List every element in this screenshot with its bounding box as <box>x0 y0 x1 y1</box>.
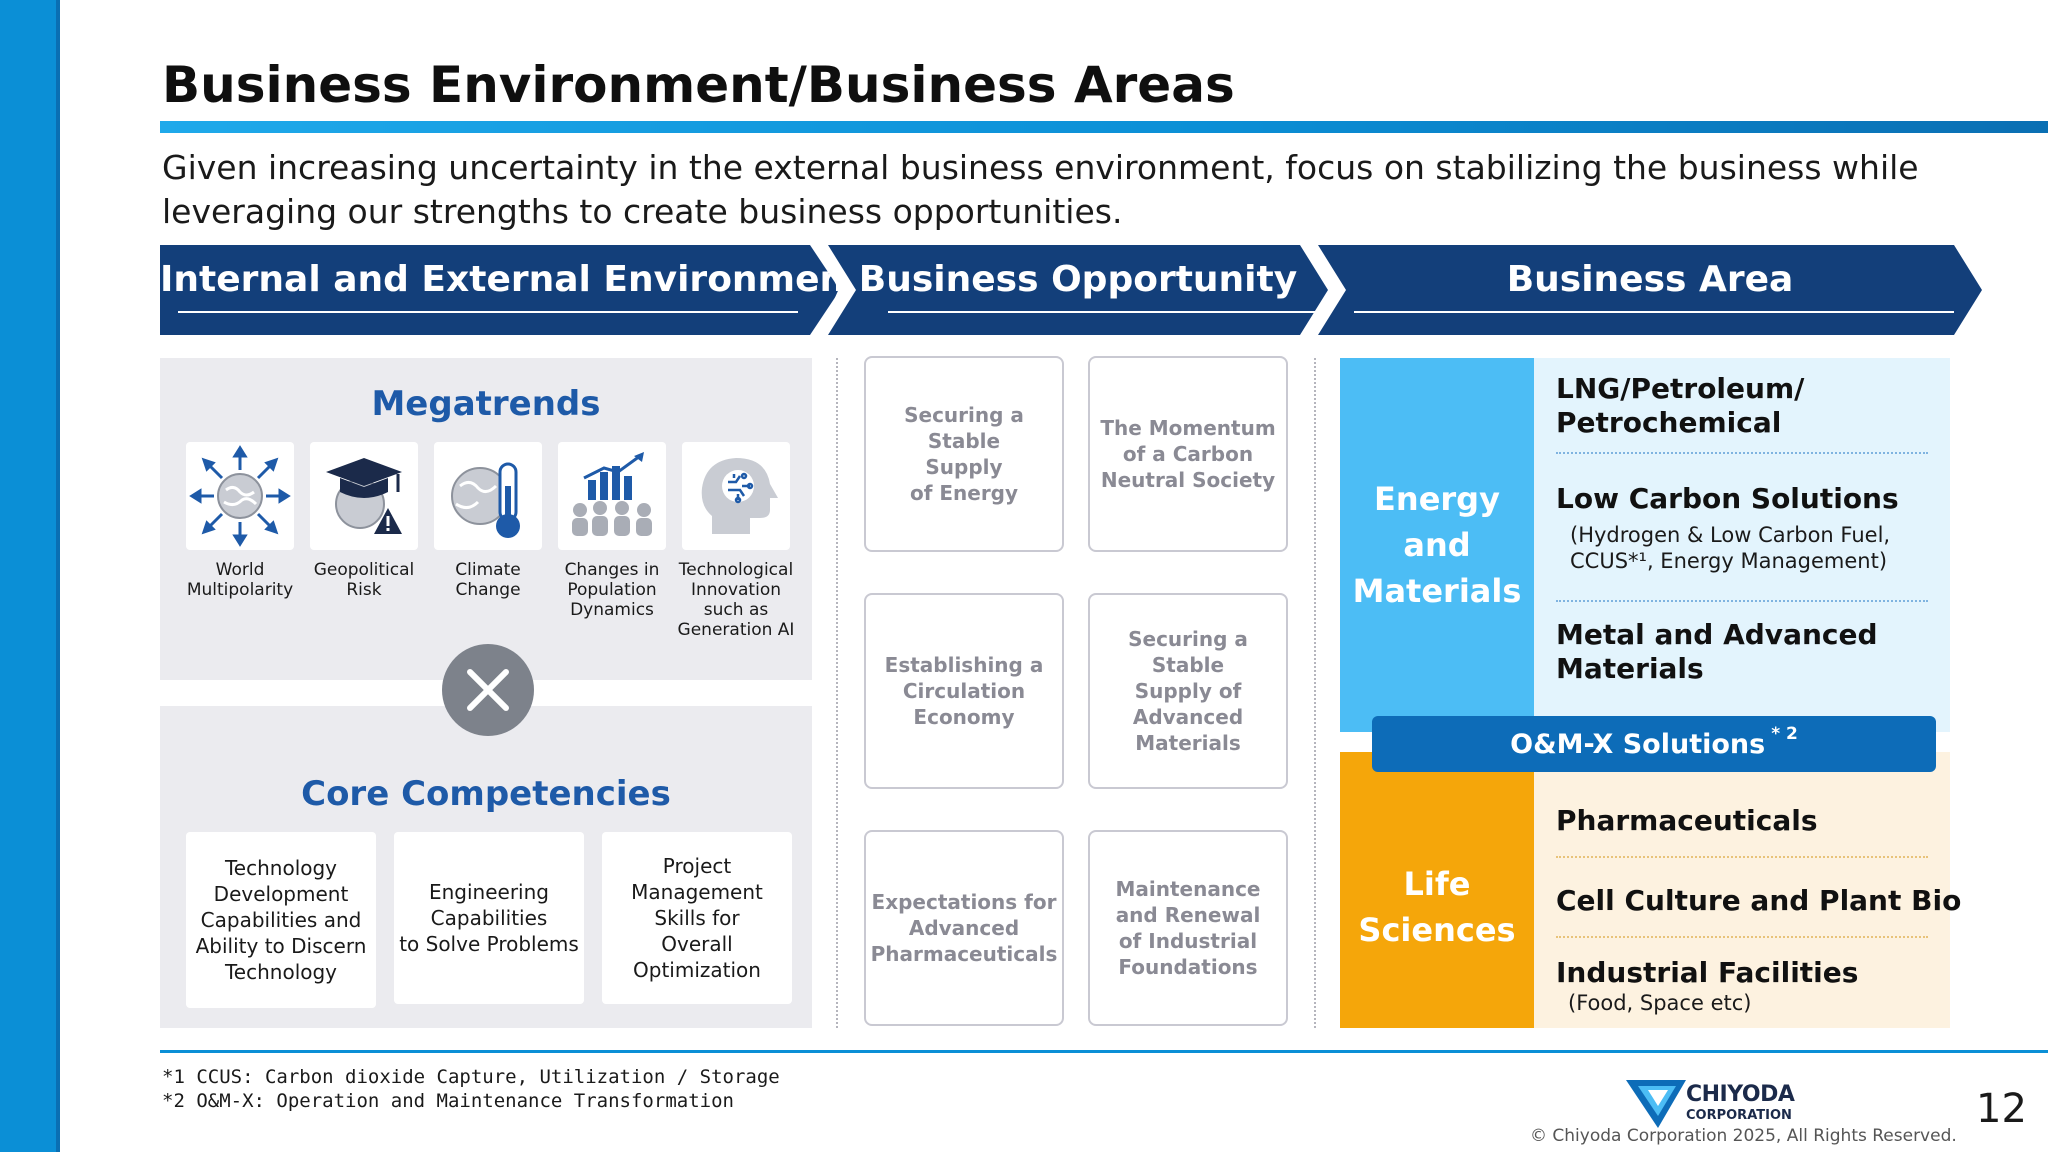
business-item-title: Low Carbon Solutions <box>1556 482 1899 515</box>
megatrend-caption: Changes in Population Dynamics <box>564 560 660 620</box>
footer-rule <box>160 1050 2048 1053</box>
category-label: Energy and Materials <box>1352 480 1522 610</box>
flow-step-opportunity: Business Opportunity <box>828 245 1328 335</box>
page-number: 12 <box>1976 1086 2027 1132</box>
page-title: Business Environment/Business Areas <box>162 56 1235 114</box>
page-subtitle: Given increasing uncertainty in the exte… <box>162 148 1919 231</box>
life-sciences-items: Pharmaceuticals Cell Culture and Plant B… <box>1534 752 1961 1028</box>
flow-step-underline <box>888 311 1318 313</box>
left-accent-bar <box>0 0 60 1152</box>
opportunity-box: Expectations for Advanced Pharmaceutical… <box>864 830 1064 1026</box>
flow-step-underline <box>1354 311 1954 313</box>
business-item-subtitle: (Food, Space etc) <box>1568 991 1752 1015</box>
category-label: Life Sciences <box>1358 865 1516 949</box>
megatrend-caption: Geopolitical Risk <box>313 560 415 600</box>
megatrend-caption: World Multipolarity <box>186 560 294 600</box>
cross-icon <box>442 644 534 736</box>
opportunity-box: The Momentum of a Carbon Neutral Society <box>1088 356 1288 552</box>
flow-step-label: Business Area <box>1506 259 1794 300</box>
copyright: © Chiyoda Corporation 2025, All Rights R… <box>1530 1126 1957 1146</box>
megatrend-caption: Climate Change <box>455 560 521 600</box>
competency-box: Technology Development Capabilities and … <box>186 832 376 1008</box>
business-item-title: Cell Culture and Plant Bio <box>1556 884 1962 917</box>
competency-box: Engineering Capabilities to Solve Proble… <box>394 832 584 1004</box>
flow-step-label: Business Opportunity <box>858 259 1298 300</box>
core-competencies-heading: Core Competencies <box>301 774 671 814</box>
business-item-title: LNG/Petroleum/ Petrochemical <box>1556 372 1805 439</box>
om-x-solutions-banner: O&M-X Solutions * 2 <box>1372 716 1936 772</box>
globe-arrows-icon <box>186 442 294 550</box>
footnote-omx: *2 O&M-X: Operation and Maintenance Tran… <box>162 1090 734 1112</box>
business-item-subtitle: (Hydrogen & Low Carbon Fuel, CCUS*¹, Ene… <box>1570 523 1891 573</box>
population-chart-icon <box>558 442 666 550</box>
megatrend-caption: Technological Innovation such as Generat… <box>677 560 795 640</box>
business-item-title: Pharmaceuticals <box>1556 804 1818 837</box>
logo-text-bottom: CORPORATION <box>1686 1108 1792 1123</box>
flow-step-label: Internal and External Environment <box>160 259 863 300</box>
life-sciences-category: Life Sciences <box>1340 752 1534 1028</box>
business-item-title: Metal and Advanced Materials <box>1556 618 1878 685</box>
competency-box: Project Management Skills for Overall Op… <box>602 832 792 1004</box>
company-logo: CHIYODA CORPORATION <box>1624 1078 1795 1130</box>
item-separator <box>1556 856 1928 858</box>
left-accent-bar-edge <box>56 0 60 1152</box>
logo-text-top: CHIYODA <box>1686 1082 1795 1107</box>
ai-brain-icon <box>682 442 790 550</box>
title-underline <box>160 121 2048 133</box>
column-separator <box>1314 358 1316 1028</box>
chiyoda-logo-mark-icon <box>1626 1080 1686 1128</box>
om-x-label: O&M-X Solutions <box>1510 728 1766 760</box>
item-separator <box>1556 936 1928 938</box>
business-item-title: Industrial Facilities <box>1556 956 1859 989</box>
opportunity-box: Securing a Stable Supply of Advanced Mat… <box>1088 593 1288 789</box>
flow-step-underline <box>178 311 798 313</box>
energy-materials-category: Energy and Materials <box>1340 358 1534 732</box>
column-separator <box>836 358 838 1028</box>
flow-step-area: Business Area <box>1318 245 1982 335</box>
om-x-footnote-mark: * 2 <box>1771 724 1798 744</box>
item-separator <box>1556 452 1928 454</box>
item-separator <box>1556 600 1928 602</box>
core-competencies-panel: Core Competencies Technology Development… <box>160 706 812 1028</box>
energy-materials-items: LNG/Petroleum/ Petrochemical Low Carbon … <box>1534 358 1950 732</box>
graduation-cap-warning-icon <box>310 442 418 550</box>
opportunity-box: Securing a Stable Supply of Energy <box>864 356 1064 552</box>
opportunity-box: Establishing a Circulation Economy <box>864 593 1064 789</box>
megatrends-heading: Megatrends <box>371 384 601 424</box>
globe-thermometer-icon <box>434 442 542 550</box>
footnote-ccus: *1 CCUS: Carbon dioxide Capture, Utiliza… <box>162 1066 780 1088</box>
opportunity-box: Maintenance and Renewal of Industrial Fo… <box>1088 830 1288 1026</box>
flow-step-environment: Internal and External Environment <box>160 245 863 335</box>
megatrends-panel: Megatrends <box>160 358 812 680</box>
